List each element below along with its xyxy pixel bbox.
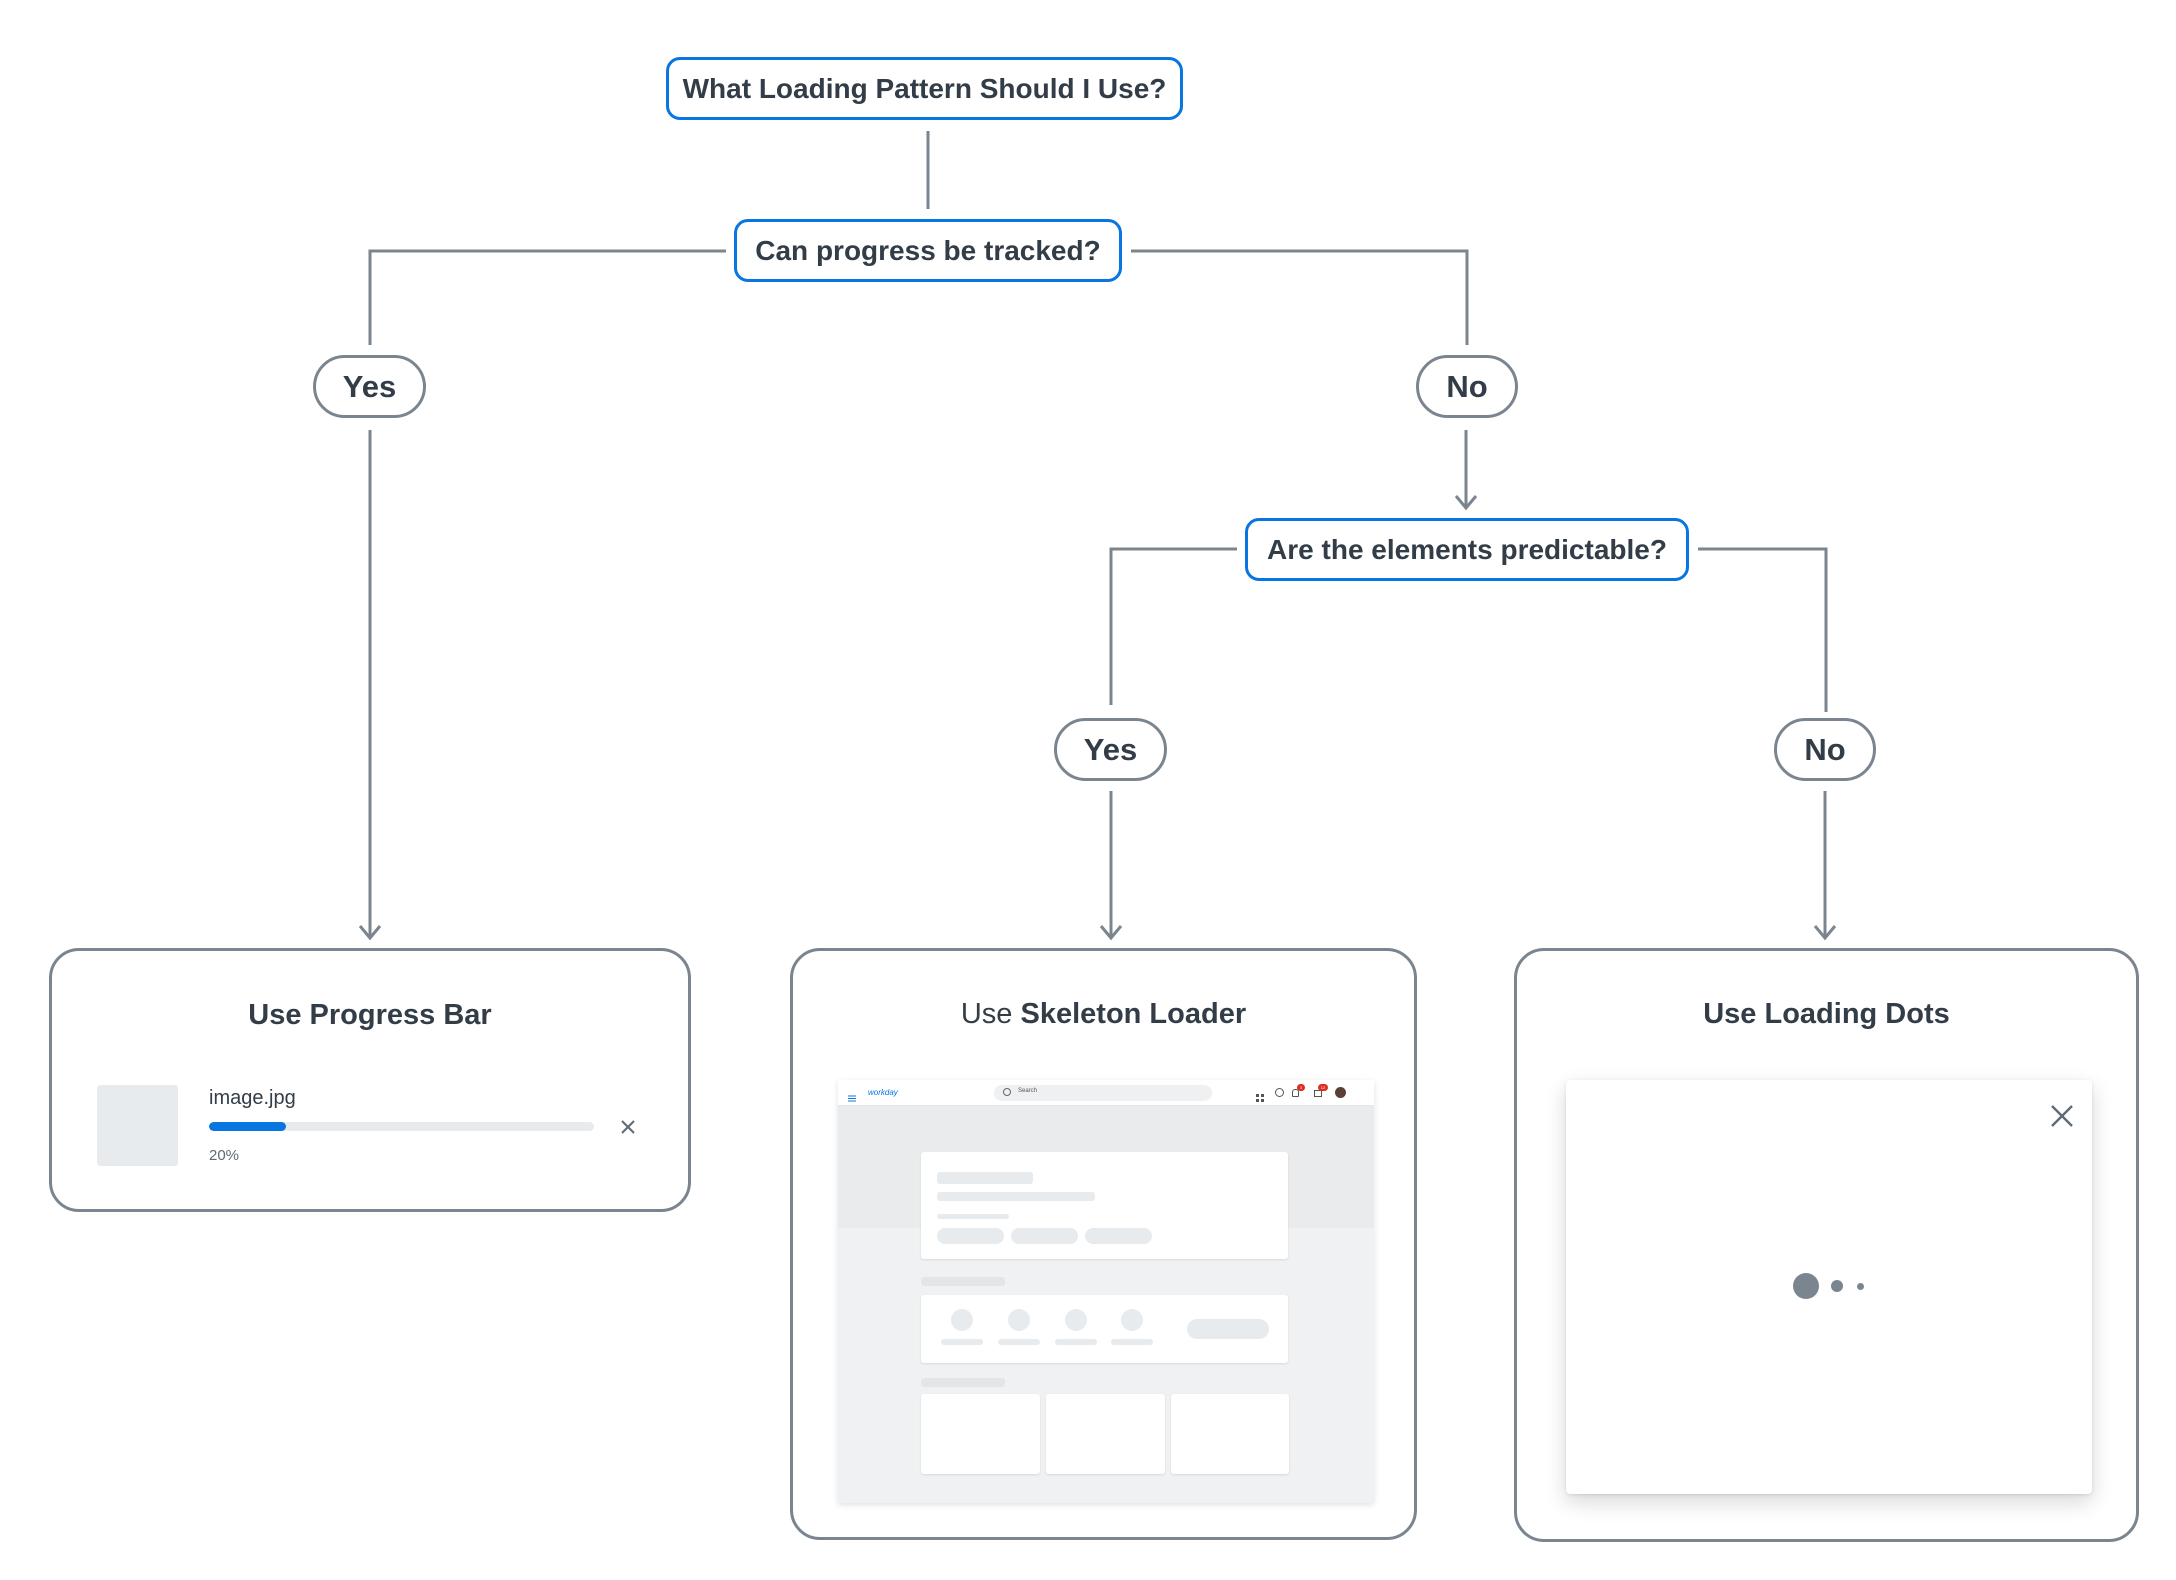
modal-preview (1566, 1080, 2092, 1494)
skeleton-circle (1008, 1309, 1030, 1331)
preview-topbar: workday Search 3 12 (838, 1080, 1374, 1106)
file-thumbnail (97, 1085, 178, 1166)
skeleton-loader-card: Use Skeleton Loader workday Search 3 12 (790, 948, 1417, 1540)
bell-icon[interactable] (1292, 1089, 1299, 1097)
loading-dot-medium (1831, 1280, 1843, 1292)
skeleton-circle (1065, 1309, 1087, 1331)
close-icon[interactable] (618, 1117, 638, 1137)
skeleton-preview: workday Search 3 12 (838, 1080, 1374, 1503)
question-progress-tracked: Can progress be tracked? (734, 219, 1122, 282)
skeleton-section-label (921, 1277, 1005, 1286)
branch-yes-predictable: Yes (1054, 718, 1167, 781)
skeleton-panel-header (921, 1152, 1288, 1259)
skeleton-circle (1121, 1309, 1143, 1331)
skeleton-chip (1085, 1228, 1152, 1244)
skeleton-line (937, 1192, 1095, 1201)
progress-fill (209, 1122, 286, 1131)
branch-yes-progress: Yes (313, 355, 426, 418)
skeleton-panel-avatars (921, 1295, 1288, 1363)
skeleton-chip (1011, 1228, 1078, 1244)
branch-no-predictable: No (1774, 718, 1876, 781)
branch-no-progress: No (1416, 355, 1518, 418)
apps-icon[interactable] (1256, 1089, 1264, 1102)
skeleton-tile (1046, 1394, 1165, 1474)
skeleton-circle (951, 1309, 973, 1331)
skeleton-line (937, 1214, 1009, 1219)
notification-badge: 3 (1297, 1084, 1305, 1091)
search-icon (1003, 1088, 1011, 1096)
skeleton-line (998, 1339, 1040, 1345)
title-question: What Loading Pattern Should I Use? (666, 57, 1183, 120)
skeleton-tile (921, 1394, 1040, 1474)
progress-percent: 20% (209, 1147, 240, 1164)
progress-card-title: Use Progress Bar (248, 999, 492, 1031)
loading-dot-large (1793, 1273, 1819, 1299)
search-field[interactable]: Search (994, 1085, 1212, 1101)
loading-dots-card: Use Loading Dots (1514, 948, 2139, 1542)
file-name: image.jpg (209, 1087, 296, 1109)
skeleton-line (1111, 1339, 1153, 1345)
inbox-badge: 12 (1318, 1084, 1328, 1091)
skeleton-card-title: Use Skeleton Loader (960, 998, 1247, 1030)
workday-logo: workday (868, 1088, 898, 1097)
skeleton-button (1187, 1319, 1269, 1339)
dots-card-title: Use Loading Dots (1703, 998, 1950, 1030)
loading-dot-small (1857, 1283, 1864, 1290)
menu-icon[interactable] (848, 1089, 856, 1102)
close-icon[interactable] (2048, 1102, 2076, 1130)
progress-track (209, 1122, 594, 1131)
search-placeholder: Search (1018, 1088, 1038, 1094)
skeleton-line (937, 1172, 1033, 1184)
progress-bar-card: Use Progress Bar image.jpg 20% (49, 948, 691, 1212)
question-elements-predictable: Are the elements predictable? (1245, 518, 1689, 581)
skeleton-chip (937, 1228, 1004, 1244)
skeleton-section-label (921, 1378, 1005, 1387)
skeleton-tile (1171, 1394, 1289, 1474)
avatar[interactable] (1335, 1087, 1346, 1098)
skeleton-line (941, 1339, 983, 1345)
skeleton-line (1055, 1339, 1097, 1345)
inbox-icon[interactable] (1314, 1090, 1322, 1097)
assistant-icon[interactable] (1275, 1088, 1284, 1097)
